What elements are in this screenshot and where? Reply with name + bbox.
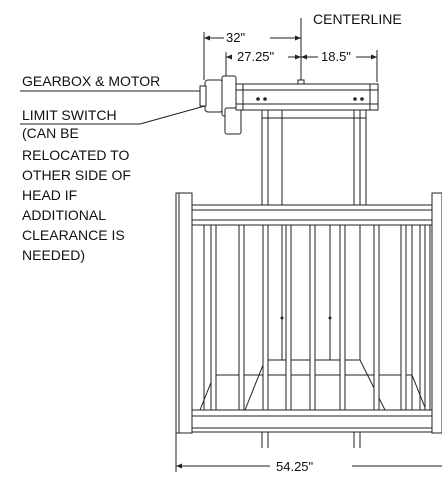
dim-27-25: 27.25" <box>237 49 275 64</box>
mast <box>261 110 367 205</box>
gearbox-motor-assembly <box>199 75 379 135</box>
top-dimensions: 32" 27.25" 18.5" <box>203 18 378 82</box>
svg-text:ADDITIONAL: ADDITIONAL <box>22 207 106 223</box>
svg-text:CLEARANCE IS: CLEARANCE IS <box>22 227 125 243</box>
centerline-label: CENTERLINE <box>313 11 402 27</box>
svg-text:LIMIT SWITCH: LIMIT SWITCH <box>22 107 117 123</box>
svg-text:NEEDED): NEEDED) <box>22 247 85 263</box>
svg-text:(CAN BE: (CAN BE <box>22 125 79 141</box>
dim-32: 32" <box>226 30 245 45</box>
cage <box>175 192 442 448</box>
dim-18-5: 18.5" <box>321 49 351 64</box>
svg-text:OTHER SIDE OF: OTHER SIDE OF <box>22 167 131 183</box>
dim-54-25: 54.25" <box>276 459 314 474</box>
bottom-dimension: 54.25" <box>175 433 442 474</box>
svg-text:RELOCATED TO: RELOCATED TO <box>22 147 129 163</box>
limit-switch-label: LIMIT SWITCH (CAN BE RELOCATED TO OTHER … <box>22 107 131 263</box>
cage-bars <box>210 224 431 411</box>
gearbox-motor-label: GEARBOX & MOTOR <box>22 73 160 89</box>
svg-text:HEAD IF: HEAD IF <box>22 187 77 203</box>
